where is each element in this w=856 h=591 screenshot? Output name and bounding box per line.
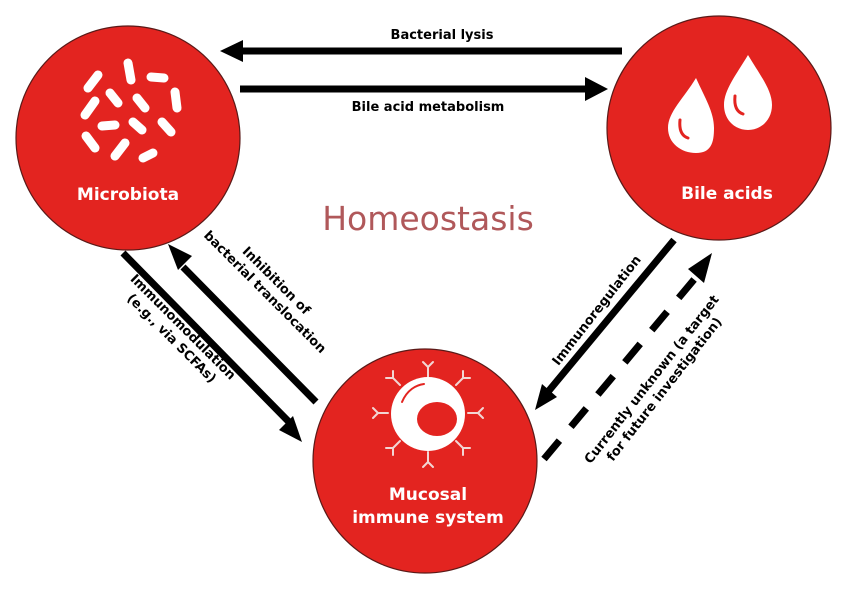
arrow-inhibition [180,264,319,405]
label-bacterial-lysis: Bacterial lysis [391,28,494,43]
arrowhead-down-left [535,384,557,410]
label-unknown-line1: Currently unknown (a target [582,293,723,467]
arrowhead-right [585,77,608,101]
immune-label-line2: immune system [352,508,504,528]
edge-bacterial-lysis: Bacterial lysis [220,28,622,62]
arrowhead-down-right [279,416,302,442]
droplets-icon [668,55,772,153]
immune-cell-icon [372,361,484,468]
arrowhead-left [220,40,243,62]
arrowhead-up-left [168,244,192,270]
homeostasis-title: Homeostasis [322,199,534,238]
node-immune-system: Mucosal immune system [312,348,538,574]
label-bile-acid-metabolism: Bile acid metabolism [352,100,505,115]
node-bile-acids: Bile acids [606,15,832,241]
label-immunomodulation-line1: Immunomodulation [127,272,238,383]
immune-label-line1: Mucosal [389,485,467,505]
edge-inhibition-translocation: Inhibition of bacterial translocation [168,228,329,405]
node-microbiota: Microbiota [15,25,241,251]
edge-bile-acid-metabolism: Bile acid metabolism [240,77,608,115]
bile-acids-label: Bile acids [681,184,773,204]
bacteria-icon [80,58,182,163]
microbiota-label: Microbiota [77,185,179,205]
label-inhibition-line2: bacterial translocation [200,228,328,356]
label-unknown-line2: for future investigation) [604,315,725,464]
arrow-immunomodulation [120,250,293,426]
arrowhead-up-right [688,253,712,283]
arrow-immunoregulation [544,237,677,396]
